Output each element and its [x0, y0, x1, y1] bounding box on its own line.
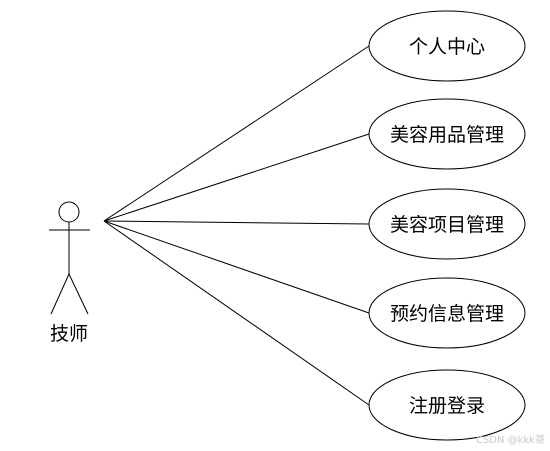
use-case-label: 注册登录	[409, 395, 485, 417]
association-line-beauty-projects	[103, 220, 370, 225]
watermark: CSDN @kkk哥	[476, 434, 545, 446]
use-case-label: 美容用品管理	[390, 124, 504, 146]
use-case-label: 美容项目管理	[390, 214, 504, 236]
use-case-ellipse	[368, 369, 526, 441]
association-line-personal-center	[103, 45, 370, 222]
use-case-personal-center: 个人中心	[368, 10, 526, 82]
use-case-appointments: 预约信息管理	[368, 277, 526, 349]
use-case-register-login: 注册登录	[368, 369, 526, 441]
actor-right-leg	[68, 273, 89, 315]
association-line-register-login	[103, 220, 370, 406]
use-case-ellipse	[368, 10, 526, 82]
associations	[103, 45, 370, 406]
use-case-ellipse	[368, 188, 526, 260]
association-line-beauty-supplies	[103, 133, 370, 222]
use-case-ellipse	[368, 277, 526, 349]
association-line-appointments	[103, 220, 370, 314]
actor-figure	[49, 201, 90, 315]
actor-label: 技师	[50, 323, 88, 345]
use-case-label: 预约信息管理	[390, 303, 504, 325]
use-case-ellipse	[368, 98, 526, 170]
use-case-beauty-projects: 美容项目管理	[368, 188, 526, 260]
use-case-label: 个人中心	[409, 36, 485, 58]
actor-head	[58, 201, 80, 223]
actor-left-leg	[50, 273, 70, 315]
use-case-beauty-supplies: 美容用品管理	[368, 98, 526, 170]
